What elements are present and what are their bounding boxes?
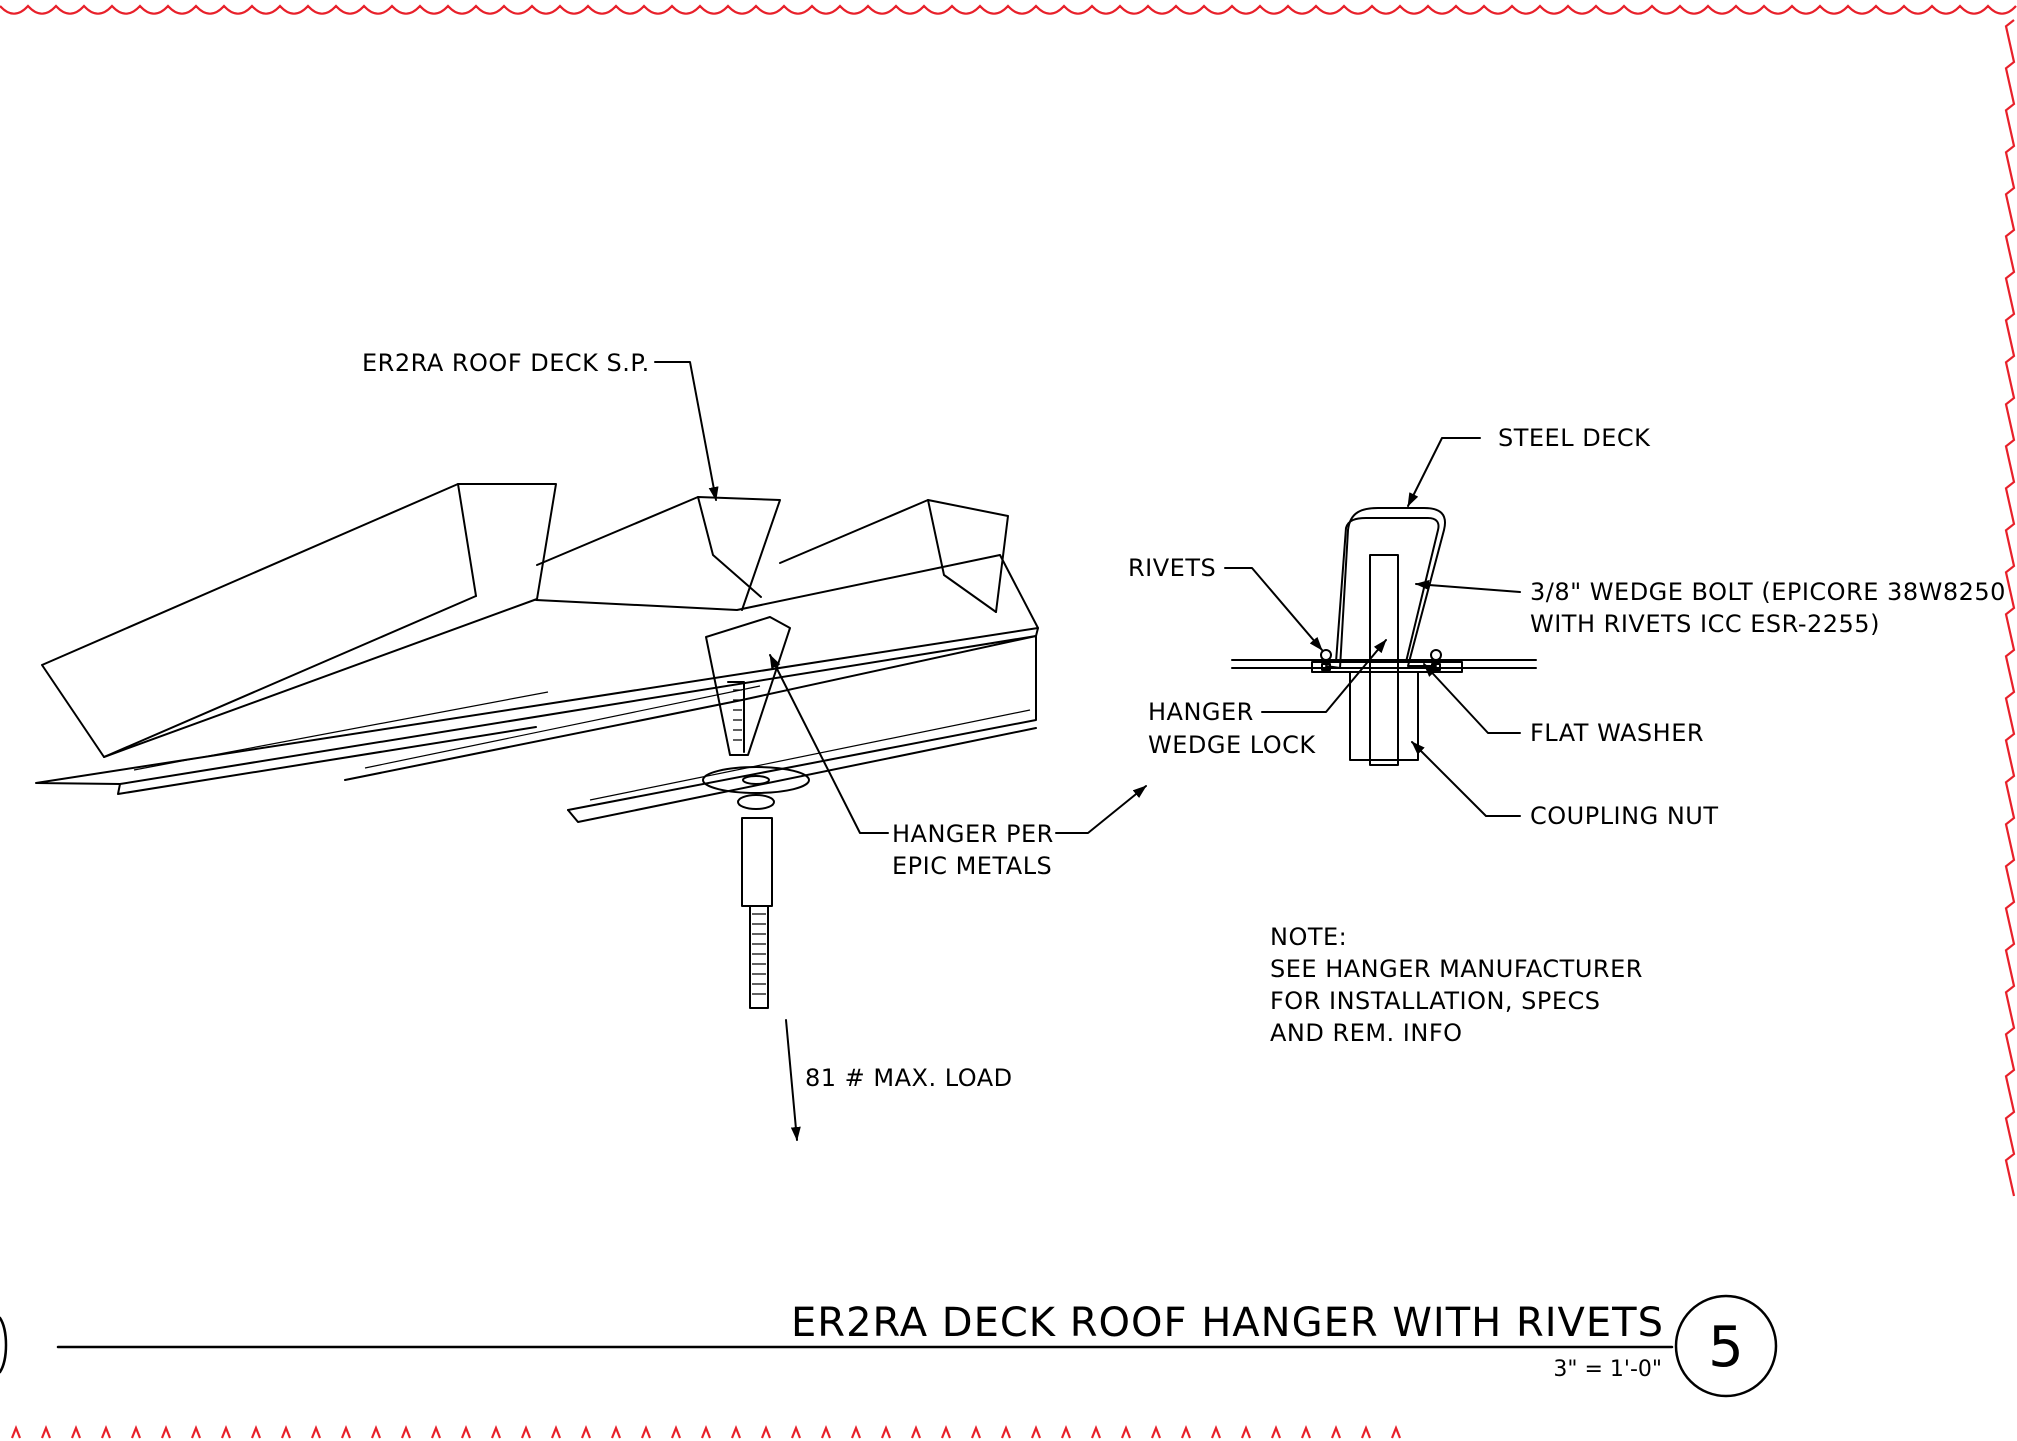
detail-number: 5: [1708, 1315, 1744, 1380]
rivets-label: RIVETS: [1128, 554, 1216, 582]
wedge-bolt-label-line1: 3/8" WEDGE BOLT (EPICORE 38W8250: [1530, 578, 2006, 606]
load-label: 81 # MAX. LOAD: [805, 1064, 1013, 1092]
hanger-assembly: [702, 616, 810, 1009]
note-line3: AND REM. INFO: [1270, 1019, 1463, 1047]
wedge-bolt-leader: [1415, 580, 1521, 593]
section-view: [1231, 507, 1537, 766]
deck-label: ER2RA ROOF DECK S.P.: [362, 349, 650, 377]
hanger-label-line2: EPIC METALS: [892, 852, 1052, 880]
detail-title: ER2RA DECK ROOF HANGER WITH RIVETS: [791, 1300, 1664, 1346]
hanger-label-line1: HANGER PER: [892, 820, 1054, 848]
coupling-nut-leader: [1411, 741, 1521, 817]
steel-deck-label: STEEL DECK: [1498, 424, 1651, 452]
steel-deck-leader: [1407, 437, 1481, 507]
wedge-bolt-label-line2: WITH RIVETS ICC ESR-2255): [1530, 610, 1880, 638]
detail-number-bubble: [1674, 1294, 1778, 1398]
flat-washer-label: FLAT WASHER: [1530, 719, 1704, 747]
detail-scale: 3" = 1'-0": [1553, 1357, 1662, 1382]
load-arrow: [785, 1019, 801, 1141]
revision-cloud-bottom: [10, 1425, 1402, 1439]
coupling-nut-label: COUPLING NUT: [1530, 802, 1719, 830]
flat-washer-leader: [1423, 663, 1521, 734]
rivets-leader: [1224, 567, 1323, 651]
hanger-wedge-lock-label-line2: WEDGE LOCK: [1148, 731, 1316, 759]
hanger-wedge-lock-label-line1: HANGER: [1148, 698, 1254, 726]
revision-cloud-right: [2004, 19, 2016, 1197]
adjacent-detail-bubble-edge: [0, 1316, 8, 1374]
note-heading: NOTE:: [1270, 923, 1347, 951]
revision-cloud-top: [0, 4, 2017, 15]
note-line1: SEE HANGER MANUFACTURER: [1270, 955, 1643, 983]
wedge-lock-leader: [1261, 639, 1387, 713]
hanger-leader: [769, 654, 889, 834]
isometric-deck: [35, 483, 1039, 823]
deck-leader: [654, 361, 719, 501]
note-line2: FOR INSTALLATION, SPECS: [1270, 987, 1601, 1015]
hanger-section-leader: [1055, 785, 1147, 834]
